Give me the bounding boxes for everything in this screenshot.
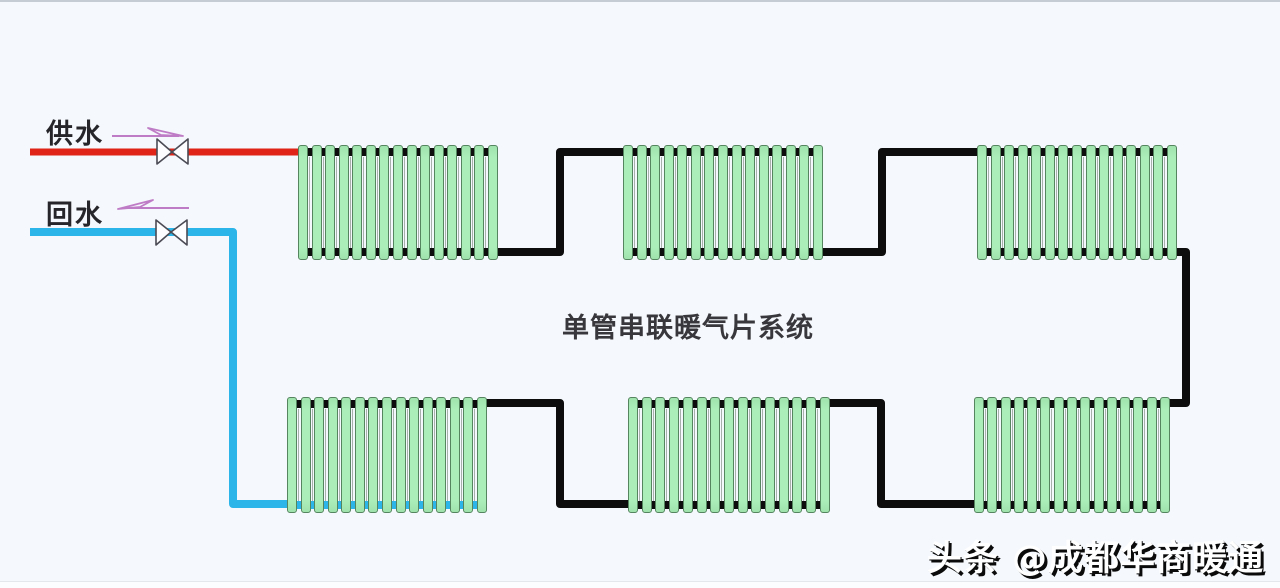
- supply-flow-arrow: [112, 127, 184, 137]
- connector-pipe-top-1-2: [495, 148, 630, 256]
- diagram-title: 单管串联暖气片系统: [562, 313, 814, 344]
- return-pipe: [30, 228, 294, 508]
- return-label: 回水: [46, 200, 104, 231]
- connector-pipe-right-drop: [1165, 248, 1190, 407]
- return-flow-arrow: [117, 199, 189, 210]
- bottom-edge-strip: [0, 581, 1280, 588]
- watermark-text: 头条 @成都华商暖通: [926, 539, 1264, 579]
- connector-pipe-bottom-6-5: [827, 399, 977, 508]
- return-valve-icon: [155, 219, 188, 246]
- connector-pipe-bottom-5-4: [484, 399, 635, 508]
- connector-pipe-top-2-3: [819, 148, 984, 256]
- supply-valve-icon: [156, 138, 189, 165]
- supply-label: 供水: [46, 119, 104, 150]
